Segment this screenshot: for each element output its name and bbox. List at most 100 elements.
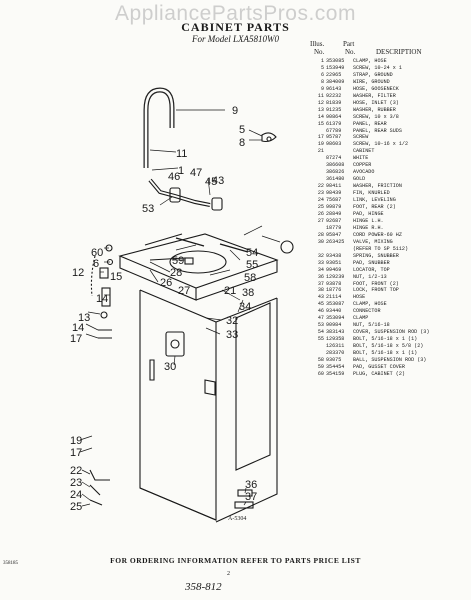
part-number	[326, 246, 353, 253]
part-number: 93051	[326, 259, 342, 266]
part-description: AVOCADO	[353, 169, 375, 176]
part-number: 18776	[326, 287, 342, 294]
illus-number	[312, 155, 326, 162]
cabinet-body-drawing	[139, 290, 217, 521]
part-number: 353094	[326, 315, 345, 322]
part-number: 22965	[326, 71, 342, 78]
part-description: WASHER, FRICTION	[353, 183, 402, 190]
part-description: CORD POWER-60 HZ	[353, 231, 402, 238]
part-number: 98439	[326, 190, 342, 197]
part-description: BOLT, 5/16-18 x 1 (1)	[353, 336, 418, 343]
part-number: 386826	[326, 169, 345, 176]
parts-row: (REFER TO SP 5112)	[312, 246, 470, 253]
part-number: 90864	[326, 113, 342, 120]
illus-number	[312, 343, 326, 350]
illus-number	[312, 162, 326, 169]
parts-row: 283370 BOLT, 5/16-18 x 1 (1)	[312, 350, 470, 357]
part-number: 99879	[326, 204, 342, 211]
illus-number: 21	[317, 148, 324, 155]
header-part-no: No.	[345, 48, 356, 56]
callout-19: 19	[70, 435, 82, 447]
callout-25: 25	[70, 501, 82, 513]
part-number: 95847	[326, 231, 342, 238]
part-description: BALL, SUSPENSION ROD (3)	[353, 356, 427, 363]
part-number: 91235	[326, 106, 342, 113]
mixing-valve-drawing	[165, 331, 185, 357]
callout-12: 12	[72, 267, 84, 279]
part-number: 21114	[326, 294, 342, 301]
illus-number: 26	[317, 210, 324, 217]
illus-number	[312, 246, 326, 253]
illus-number: 30	[317, 238, 324, 245]
part-number: 87274	[326, 155, 342, 162]
callout-15: 15	[110, 271, 122, 283]
part-number: 354454	[326, 363, 345, 370]
part-number: 92232	[326, 92, 342, 99]
illus-number: 37	[317, 280, 324, 287]
part-description: CLAMP	[353, 315, 369, 322]
illus-number	[312, 350, 326, 357]
part-description: HINGE R.H.	[353, 224, 384, 231]
part-number: 126311	[326, 343, 345, 350]
part-description: PANEL, REAR	[353, 120, 387, 127]
callout-36: 36	[245, 479, 257, 491]
callout-17: 17	[70, 333, 82, 345]
cabinet-plug-drawing	[280, 240, 294, 254]
part-description: VALVE, MIXING	[353, 238, 393, 245]
part-number: 283370	[326, 350, 345, 357]
part-description: HINGE L.H.	[353, 217, 384, 224]
part-number: 263425	[326, 238, 345, 245]
part-description: PAD, SNUBBER	[353, 259, 390, 266]
callout-38: 38	[242, 287, 254, 299]
callout-37: 37	[245, 491, 257, 503]
illus-number: 22	[317, 183, 324, 190]
illus-number: 14	[317, 113, 324, 120]
callout-5: 5	[239, 124, 245, 136]
part-number: 386608	[326, 162, 345, 169]
rear-panel-drawing	[235, 302, 271, 471]
part-description: BOLT, 5/16-18 x 1 (1)	[353, 350, 418, 357]
illus-number: 13	[317, 106, 324, 113]
illus-number: 47	[317, 315, 324, 322]
part-description: HOSE, INLET (3)	[353, 99, 399, 106]
part-description: LOCK, FRONT TOP	[353, 287, 399, 294]
illus-number: 58	[317, 356, 324, 363]
part-number: 98411	[326, 183, 342, 190]
callout-54: 54	[246, 247, 258, 259]
part-number: 93878	[326, 280, 342, 287]
part-description: PAD, HINGE	[353, 210, 384, 217]
part-number: 153949	[326, 64, 345, 71]
callout-24: 24	[70, 489, 82, 501]
illus-number: 17	[317, 134, 324, 141]
gooseneck-hose-drawing	[143, 87, 175, 168]
part-description: SPRING, SNUBBER	[353, 252, 399, 259]
callout-9: 9	[232, 105, 238, 117]
illus-number: 25	[317, 204, 324, 211]
exploded-parts-diagram: 9 5 8 11 1 46 47 45 43 53 60 6 12 15 14 …	[70, 87, 294, 523]
part-number: 90984	[326, 322, 342, 329]
callout-8: 8	[239, 137, 245, 149]
part-description: COVER, SUSPENSION ROD (3)	[353, 329, 430, 336]
part-description: CLAMP, HOSE	[353, 58, 387, 64]
part-description: WHITE	[353, 155, 369, 162]
callout-30: 30	[164, 361, 176, 373]
handwritten-note: 358-812	[185, 581, 222, 593]
illus-number: 19	[317, 141, 324, 148]
part-description: SCREW, 10-16 x 1/2	[353, 141, 409, 148]
part-description: SCREW	[353, 134, 369, 141]
part-number: 92687	[326, 217, 342, 224]
